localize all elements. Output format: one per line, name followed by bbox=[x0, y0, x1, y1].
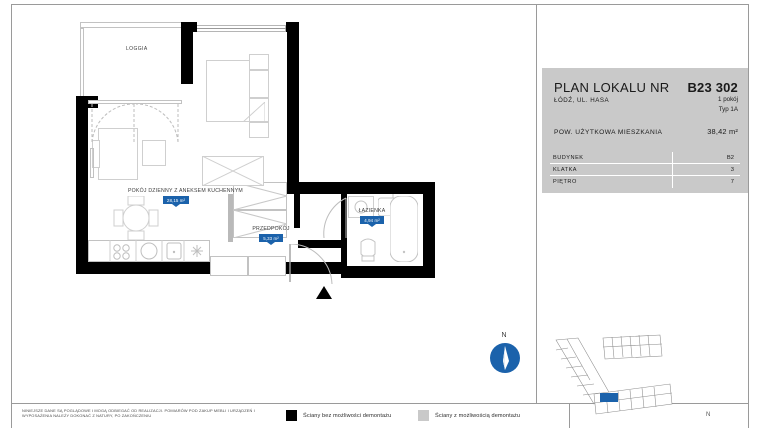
table-row: BUDYNEK B2 bbox=[550, 152, 740, 164]
room-living-area: 28,15 m² bbox=[162, 195, 190, 205]
floor-plan-drawing: LOGGIA bbox=[0, 0, 530, 400]
info-staircase-label: KLATKA bbox=[553, 166, 578, 173]
key-plan-highlighted-unit bbox=[600, 393, 618, 402]
legend-swatch-black bbox=[286, 410, 297, 421]
loggia-left-wall bbox=[80, 28, 84, 103]
nightstand-middle bbox=[249, 70, 269, 98]
legend-label-fixed-walls: Ściany bez możliwości demontażu bbox=[303, 412, 392, 419]
info-building-label: BUDYNEK bbox=[553, 154, 584, 161]
info-area-row: POW. UŻYTKOWA MIESZKANIA 38,42 m² bbox=[554, 127, 738, 136]
wall-bedroom-right bbox=[287, 22, 299, 194]
compass-rose: N bbox=[482, 332, 526, 388]
info-area-label: POW. UŻYTKOWA MIESZKANIA bbox=[554, 129, 663, 136]
room-hall-area: 5,33 m² bbox=[259, 233, 283, 243]
legend-label-removable-walls: Ściany z możliwością demontażu bbox=[435, 412, 521, 419]
legend-bar: NINIEJSZE DANE SĄ POGLĄDOWE I MOGĄ ODBIE… bbox=[0, 404, 760, 428]
legend-item-fixed-walls: Ściany bez możliwości demontażu bbox=[286, 410, 391, 421]
toilet-icon bbox=[360, 238, 376, 262]
room-hall-name: PRZEDPOKÓJ bbox=[252, 226, 290, 232]
sofa-armrest bbox=[92, 140, 100, 168]
table-row: KLATKA 3 bbox=[550, 164, 740, 176]
info-floor-value: 7 bbox=[730, 179, 734, 185]
wall-right-exterior bbox=[423, 182, 435, 278]
compass-needle-icon bbox=[503, 346, 509, 370]
wall-hall-upper bbox=[294, 194, 300, 228]
entrance-arrow-marker bbox=[316, 286, 332, 299]
table-column-divider bbox=[672, 164, 673, 175]
legend-item-removable-walls: Ściany z możliwością demontażu bbox=[418, 410, 520, 421]
wall-loggia-corner bbox=[181, 22, 193, 30]
table-row: PIĘTRO 7 bbox=[550, 176, 740, 188]
wall-left-exterior bbox=[76, 96, 88, 274]
nightstand-bottom bbox=[249, 122, 269, 138]
info-address: ŁÓDŹ, UL. HASA bbox=[554, 97, 610, 104]
info-floor-label: PIĘTRO bbox=[553, 179, 577, 185]
frame-left-line bbox=[11, 4, 12, 428]
wall-bath-left bbox=[341, 194, 347, 278]
room-label-living: POKÓJ DZIENNY Z ANEKSEM KUCHENNYM 28,15 … bbox=[128, 188, 243, 205]
tv-unit bbox=[90, 148, 94, 178]
key-plan-north-label: N bbox=[706, 412, 711, 418]
info-detail-table: BUDYNEK B2 KLATKA 3 PIĘTRO 7 bbox=[550, 152, 740, 188]
loggia-label: LOGGIA bbox=[126, 46, 148, 52]
info-unit-type: Typ 1A bbox=[718, 106, 738, 113]
building-key-plan bbox=[548, 332, 700, 420]
desk-cross-icon bbox=[202, 156, 264, 186]
frame-legend-divider bbox=[569, 404, 570, 428]
frame-legend-line bbox=[11, 403, 749, 404]
bathtub-icon bbox=[390, 196, 418, 262]
wall-window-jamb-right bbox=[286, 22, 299, 32]
entry-door-swing-icon bbox=[289, 244, 333, 285]
wall-bath-bottom bbox=[341, 266, 435, 278]
info-building-value: B2 bbox=[726, 154, 734, 161]
balcony-door-frame bbox=[88, 100, 182, 104]
frame-top-line bbox=[11, 4, 749, 5]
room-label-bathroom: ŁAZIENKA 4,94 m² bbox=[338, 208, 406, 225]
bed-corner-fold-icon bbox=[243, 102, 265, 122]
info-staircase-value: 3 bbox=[730, 166, 734, 173]
unit-info-panel: PLAN LOKALU NR B23 302 ŁÓDŹ, UL. HASA 1 … bbox=[542, 68, 748, 193]
window-bedroom-mullion bbox=[196, 28, 286, 29]
sofa-furniture bbox=[98, 128, 138, 180]
hall-cabinet-left bbox=[210, 256, 248, 276]
info-unit-code: B23 302 bbox=[687, 80, 738, 95]
info-room-count: 1 pokój bbox=[718, 96, 738, 103]
wall-removable-livingroom bbox=[228, 194, 233, 242]
wall-window-jamb-left bbox=[193, 22, 197, 32]
key-plan-outline-icon bbox=[555, 334, 673, 415]
balcony-door-swing-icon bbox=[91, 104, 179, 143]
info-area-value: 38,42 m² bbox=[707, 127, 738, 136]
nightstand-upper bbox=[249, 54, 269, 70]
loggia-railing bbox=[80, 22, 185, 28]
room-living-line1: POKÓJ DZIENNY Z ANEKSEM KUCHENNYM bbox=[128, 188, 243, 194]
dining-set-icon bbox=[113, 196, 159, 240]
table-column-divider bbox=[672, 176, 673, 188]
frame-right-line bbox=[748, 4, 749, 428]
room-bathroom-area: 4,94 m² bbox=[360, 215, 384, 225]
wall-hall-bottom bbox=[298, 262, 342, 274]
info-title-row: PLAN LOKALU NR B23 302 bbox=[554, 80, 738, 95]
table-column-divider bbox=[672, 152, 673, 163]
legend-swatch-grey bbox=[418, 410, 429, 421]
wall-hall-right-stub bbox=[298, 240, 342, 248]
legend-disclaimer: NINIEJSZE DANE SĄ POGLĄDOWE I MOGĄ ODBIE… bbox=[22, 408, 255, 419]
kitchen-appliances-icon bbox=[109, 240, 203, 262]
info-title: PLAN LOKALU NR bbox=[554, 80, 670, 95]
coffee-table bbox=[142, 140, 166, 166]
hall-cabinet-right bbox=[248, 256, 286, 276]
washing-machine-icon bbox=[354, 200, 368, 214]
wall-loggia-right bbox=[181, 22, 193, 84]
wall-bath-top bbox=[287, 182, 435, 194]
room-bathroom-name: ŁAZIENKA bbox=[358, 208, 386, 214]
bathroom-door-swing-icon bbox=[323, 197, 347, 239]
compass-north-label: N bbox=[501, 332, 507, 339]
frame-panel-divider bbox=[536, 4, 537, 404]
room-label-hall: PRZEDPOKÓJ 5,33 m² bbox=[226, 226, 316, 243]
